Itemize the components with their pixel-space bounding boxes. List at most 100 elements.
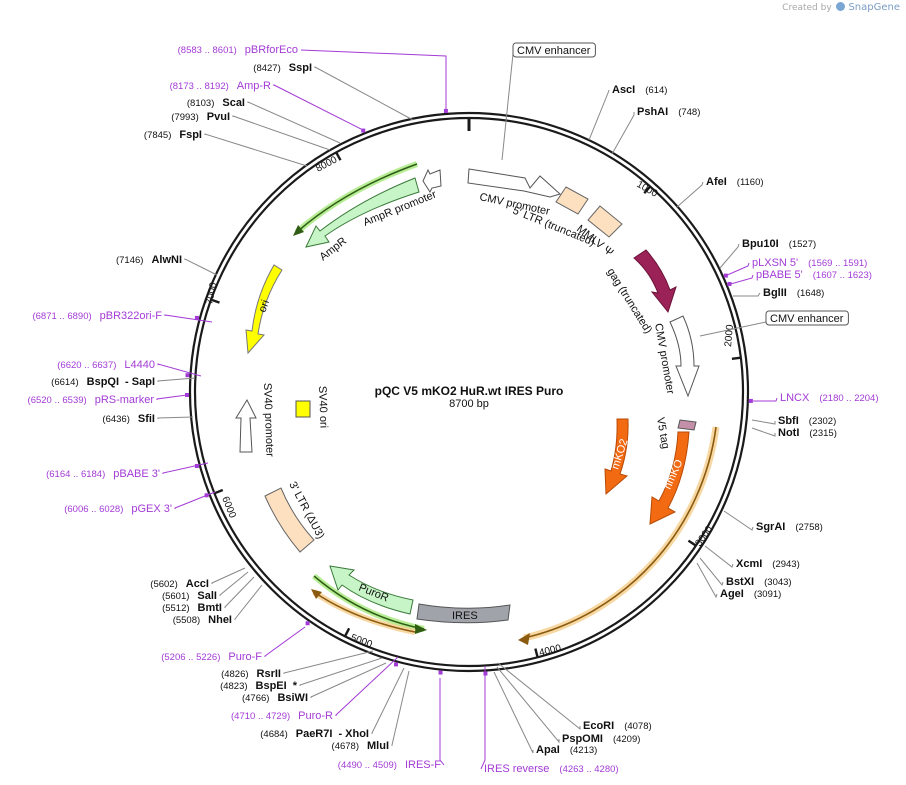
site-lncx[interactable]: LNCX(2180 .. 2204) — [748, 392, 879, 404]
feature-3ltr[interactable] — [264, 487, 315, 553]
site-pgex-3-[interactable]: (6006 .. 6028)pGEX 3' — [64, 491, 216, 515]
site-pvui[interactable]: (7993)PvuI — [171, 111, 331, 151]
primer-marker — [305, 621, 310, 626]
site-sgrai[interactable]: SgrAI(2758) — [723, 510, 823, 533]
feature-ampr[interactable] — [305, 177, 420, 248]
leader-line — [157, 377, 196, 382]
tick-label-4000: 4000 — [538, 643, 563, 659]
enzyme-position: (2758) — [795, 522, 822, 533]
site-puro-r[interactable]: (4710 .. 4729)Puro-R — [231, 656, 399, 722]
primer-marker — [727, 281, 732, 286]
enzyme-position: (1648) — [797, 288, 824, 299]
site-sali[interactable]: (5601)SalI — [162, 571, 249, 602]
site-paer7i[interactable]: (4684)PaeR7I- XhoI — [260, 667, 405, 740]
site-pbrforeco[interactable]: (8583 .. 8601)pBRforEco — [178, 44, 448, 113]
feature-puror-orf[interactable] — [313, 575, 425, 630]
site-pbabe-3-[interactable]: (6164 .. 6184)pBABE 3' — [46, 462, 209, 480]
site-apai[interactable]: ApaI(4213) — [493, 671, 597, 756]
site-pspomi[interactable]: PspOMI(4209) — [496, 666, 640, 745]
site-bglii[interactable]: BglII(1648) — [733, 287, 824, 299]
enzyme-label: PspOMI(4209) — [562, 733, 640, 745]
enzyme-extra: * — [293, 680, 298, 692]
site-agei[interactable]: AgeI(3091) — [696, 562, 781, 600]
feature-ires[interactable] — [416, 603, 511, 624]
site-box — [765, 310, 849, 326]
site-prs-marker[interactable]: (6520 .. 6539)pRS-marker — [28, 392, 190, 406]
primer-label: (8173 .. 8192)Amp-R — [170, 80, 271, 92]
leader-line — [174, 491, 216, 509]
leader-line — [493, 671, 534, 754]
plasmid-backbone — [188, 111, 750, 673]
feature-gag[interactable] — [633, 249, 677, 314]
site-rsrii[interactable]: (4826)RsrII — [221, 650, 374, 680]
site-acci[interactable]: (5602)AccI — [150, 567, 246, 590]
site-ires-reverse[interactable]: IRES reverse(4263 .. 4280) — [480, 666, 619, 775]
feature-mko2[interactable] — [604, 418, 629, 496]
site-puro-f[interactable]: (5206 .. 5226)Puro-F — [161, 621, 310, 663]
feature-mmlv-psi[interactable] — [587, 205, 623, 238]
leader-line — [310, 662, 387, 698]
site-noti[interactable]: NotI(2315) — [751, 427, 837, 439]
enzyme-extra: - SapI — [125, 376, 155, 388]
site-l4440[interactable]: (6620 .. 6637)L4440 — [57, 359, 202, 378]
enzyme-name: SspI — [289, 62, 312, 74]
site-asci[interactable]: AscI(614) — [588, 84, 667, 141]
tick-label-6000: 6000 — [219, 495, 238, 520]
feature-ampr-promoter[interactable] — [422, 168, 442, 194]
site-afei[interactable]: AfeI(1160) — [676, 176, 764, 208]
site-bpu10i[interactable]: Bpu10I(1527) — [719, 238, 816, 269]
primer-label: (6164 .. 6184)pBABE 3' — [46, 468, 160, 480]
primer-range: (8173 .. 8192) — [170, 81, 229, 92]
site-nhei[interactable]: (5508)NheI — [173, 584, 263, 626]
site-bspei[interactable]: (4823)BspEI* — [220, 657, 383, 692]
site-bstxi[interactable]: BstXI(3043) — [699, 557, 792, 588]
site-sbfi[interactable]: SbfI(2302) — [751, 415, 836, 427]
site-box — [512, 42, 596, 58]
tick-label-5000: 5000 — [349, 632, 374, 650]
feature-hur-orf[interactable] — [523, 426, 717, 639]
feature-ori[interactable] — [245, 264, 283, 355]
site-xcmi[interactable]: XcmI(2943) — [704, 545, 800, 570]
site-bmti[interactable]: (5512)BmtI — [162, 576, 255, 614]
feature-hmko[interactable] — [649, 431, 690, 525]
site-amp-r[interactable]: (8173 .. 8192)Amp-R — [170, 80, 366, 133]
feature-label-ori: ori — [257, 298, 272, 314]
feature-puror[interactable] — [329, 565, 414, 615]
enzyme-name: BspEI — [256, 680, 287, 692]
site-cmv-enhancer[interactable]: CMV enhancer — [501, 42, 596, 161]
site-scai[interactable]: (8103)ScaI — [187, 97, 341, 144]
feature-5ltr[interactable] — [555, 186, 589, 215]
feature-cmv-promoter-2[interactable] — [669, 315, 700, 398]
site-fspi[interactable]: (7845)FspI — [144, 129, 308, 167]
enzyme-position: (5512) — [162, 603, 189, 614]
tick-label-1000: 1000 — [635, 179, 660, 200]
site-pshai[interactable]: PshAI(748) — [611, 106, 700, 155]
site-bsiwi[interactable]: (4766)BsiWI — [242, 662, 387, 704]
site-name: CMV enhancer — [517, 45, 591, 57]
site-ecori[interactable]: EcoRI(4078) — [497, 662, 652, 732]
site-pbabe-5-[interactable]: pBABE 5'(1607 .. 1623) — [726, 269, 872, 286]
site-plxsn-5-[interactable]: pLXSN 5'(1569 .. 1591) — [723, 257, 867, 278]
enzyme-position: (5508) — [173, 615, 200, 626]
enzyme-extra: - XhoI — [338, 728, 369, 740]
site-ires-f[interactable]: (4490 .. 4509)IRES-F — [338, 670, 445, 771]
site-bspqi[interactable]: (6614)BspQI- SapI — [51, 376, 196, 388]
feature-amber-orf2[interactable] — [313, 591, 416, 633]
feature-cmv-promoter-1[interactable] — [467, 168, 561, 198]
enzyme-label: (4823)BspEI* — [220, 680, 298, 692]
site-sspi[interactable]: (8427)SspI — [253, 62, 414, 121]
feature-ampr-orf[interactable] — [296, 163, 418, 233]
feature-sv40-promoter[interactable] — [235, 398, 257, 453]
feature-sv40-ori[interactable] — [295, 400, 311, 418]
feature-v5-tag[interactable] — [677, 419, 697, 431]
leader-line — [219, 571, 249, 596]
site-sfii[interactable]: (6436)SfiI — [102, 413, 194, 425]
primer-label: LNCX(2180 .. 2204) — [780, 392, 879, 404]
site-alwni[interactable]: (7146)AlwNI — [116, 254, 218, 276]
site-pbr322ori-f[interactable]: (6871 .. 6890)pBR322ori-F — [32, 310, 213, 323]
site-cmv-enhancer[interactable]: CMV enhancer — [699, 310, 849, 337]
primer-range: (6164 .. 6184) — [46, 469, 105, 480]
site-mlui[interactable]: (4678)MluI — [332, 670, 410, 752]
enzyme-label: (6614)BspQI- SapI — [51, 376, 155, 388]
enzyme-position: (7845) — [144, 130, 171, 141]
